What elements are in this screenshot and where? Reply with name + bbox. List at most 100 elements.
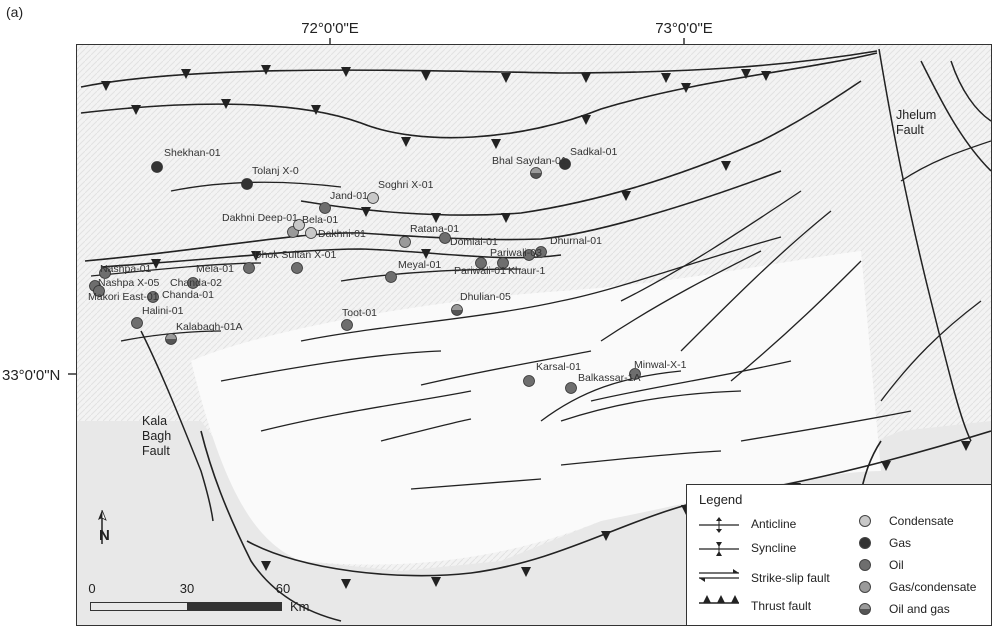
well-marker[interactable] bbox=[341, 319, 353, 331]
kalachitta-thrust bbox=[300, 80, 862, 216]
well-marker[interactable] bbox=[291, 262, 303, 274]
well-label: Nashpa-01 bbox=[100, 263, 152, 275]
well-label: Dakhni-01 bbox=[318, 228, 366, 240]
well-marker[interactable] bbox=[565, 382, 577, 394]
jhelum-fault-label: Jhelum Fault bbox=[896, 108, 937, 137]
well-marker[interactable] bbox=[475, 257, 487, 269]
well-marker[interactable] bbox=[131, 317, 143, 329]
well-marker[interactable] bbox=[497, 257, 509, 269]
well-label: Khaur-1 bbox=[508, 265, 546, 277]
well-marker[interactable] bbox=[399, 236, 411, 248]
legend-gas-symbol bbox=[859, 537, 871, 549]
well-marker[interactable] bbox=[523, 375, 535, 387]
scale-bar bbox=[90, 602, 282, 611]
thrust-teeth bbox=[101, 65, 971, 589]
well-marker[interactable] bbox=[293, 219, 305, 231]
well-label: Shekhan-01 bbox=[164, 147, 221, 159]
strike-slip-faults bbox=[140, 48, 991, 522]
legend-oil-and-gas: Oil and gas bbox=[889, 602, 950, 616]
well-marker[interactable] bbox=[165, 333, 177, 345]
well-label: Ratana-01 bbox=[410, 223, 460, 235]
well-label: Karsal-01 bbox=[536, 361, 581, 373]
legend-thrust-fault: Thrust fault bbox=[751, 599, 812, 613]
legend-anticline: Anticline bbox=[751, 517, 797, 531]
legend-title: Legend bbox=[699, 492, 743, 507]
well-label: Dhulian-05 bbox=[460, 291, 511, 303]
well-marker[interactable] bbox=[385, 271, 397, 283]
well-label: Jand-01 bbox=[330, 190, 368, 202]
well-label: Chanda-01 bbox=[162, 289, 214, 301]
well-marker[interactable] bbox=[151, 161, 163, 173]
well-marker[interactable] bbox=[559, 158, 571, 170]
inner-thrust bbox=[100, 248, 562, 268]
well-marker[interactable] bbox=[629, 368, 641, 380]
well-marker[interactable] bbox=[367, 192, 379, 204]
well-label: Soghri X-01 bbox=[378, 179, 434, 191]
well-label: Toot-01 bbox=[342, 307, 378, 319]
legend-oil: Oil bbox=[889, 558, 904, 572]
well-label: Minwal-X-1 bbox=[634, 359, 687, 371]
legend-oil-and-gas-symbol bbox=[859, 603, 871, 615]
jhelum-fault-trace bbox=[878, 48, 972, 442]
kala-bagh-fault-trace bbox=[140, 330, 214, 522]
well-label: Chanda-02 bbox=[170, 277, 222, 289]
main-boundary-thrust bbox=[80, 50, 878, 88]
well-label: Balkassar-1A bbox=[578, 372, 641, 384]
well-marker[interactable] bbox=[305, 227, 317, 239]
legend-oil-symbol bbox=[859, 559, 871, 571]
well-marker[interactable] bbox=[319, 202, 331, 214]
panel-label: (a) bbox=[6, 4, 24, 20]
well-label: Makori East-01 bbox=[88, 291, 159, 303]
scale-tick-30: 30 bbox=[179, 581, 195, 596]
well-label: Dhurnal-01 bbox=[550, 235, 602, 247]
well-label: Bela-01 bbox=[302, 214, 339, 226]
well-label: Dhok Sultan X-01 bbox=[254, 249, 337, 261]
well-marker[interactable] bbox=[243, 262, 255, 274]
latitude-label-33: 33°0'0"N bbox=[2, 367, 61, 384]
well-label: Meyal-01 bbox=[398, 259, 442, 271]
legend-symbols bbox=[699, 517, 739, 604]
well-label: Mela-01 bbox=[196, 263, 234, 275]
well-symbols bbox=[89, 158, 641, 394]
scale-tick-0: 0 bbox=[88, 581, 96, 596]
legend-condensate-symbol bbox=[859, 515, 871, 527]
well-label: Pariwali-01 bbox=[454, 265, 506, 277]
scale-bar-filled-segment bbox=[187, 603, 282, 610]
well-marker[interactable] bbox=[530, 167, 542, 179]
well-marker[interactable] bbox=[241, 178, 253, 190]
longitude-label-73: 73°0'0"E bbox=[655, 20, 713, 37]
well-label: Kalabagh-01A bbox=[176, 321, 243, 333]
well-label: Bhal Saydan-01 bbox=[492, 155, 567, 167]
well-label: Halini-01 bbox=[142, 305, 184, 317]
well-marker[interactable] bbox=[187, 277, 199, 289]
well-label: Sadkal-01 bbox=[570, 146, 618, 158]
northern-thrust bbox=[80, 52, 878, 139]
legend-gas-condensate: Gas/condensate bbox=[889, 580, 977, 594]
well-marker[interactable] bbox=[99, 267, 111, 279]
fold-axes bbox=[90, 140, 991, 490]
kala-bagh-fault-label: Kala Bagh Fault bbox=[142, 414, 172, 458]
well-label: Tolanj X-0 bbox=[252, 165, 299, 177]
western-thrust bbox=[200, 430, 342, 622]
well-marker[interactable] bbox=[451, 304, 463, 316]
well-marker[interactable] bbox=[147, 291, 159, 303]
legend-condensate: Condensate bbox=[889, 514, 954, 528]
legend-gas: Gas bbox=[889, 536, 912, 550]
well-label: Pariwali-03 bbox=[490, 247, 542, 259]
well-marker[interactable] bbox=[535, 246, 547, 258]
scale-unit: Km bbox=[290, 599, 310, 614]
legend-syncline: Syncline bbox=[751, 541, 797, 555]
north-label: N bbox=[99, 527, 110, 544]
legend: Legend Anticline Syncline Strike-slip fa… bbox=[686, 484, 992, 626]
legend-gas-condensate-symbol bbox=[859, 581, 871, 593]
well-label: Nashpa X-05 bbox=[98, 277, 160, 289]
north-arrow-icon bbox=[98, 510, 107, 544]
well-marker[interactable] bbox=[523, 249, 535, 261]
longitude-label-72: 72°0'0"E bbox=[301, 20, 359, 37]
legend-strike-slip-fault: Strike-slip fault bbox=[751, 571, 830, 585]
well-label: Domial-01 bbox=[450, 236, 498, 248]
scale-tick-60: 60 bbox=[275, 581, 291, 596]
well-label: Dakhni Deep-01 bbox=[222, 212, 298, 224]
well-marker[interactable] bbox=[93, 285, 105, 297]
well-marker[interactable] bbox=[439, 232, 451, 244]
